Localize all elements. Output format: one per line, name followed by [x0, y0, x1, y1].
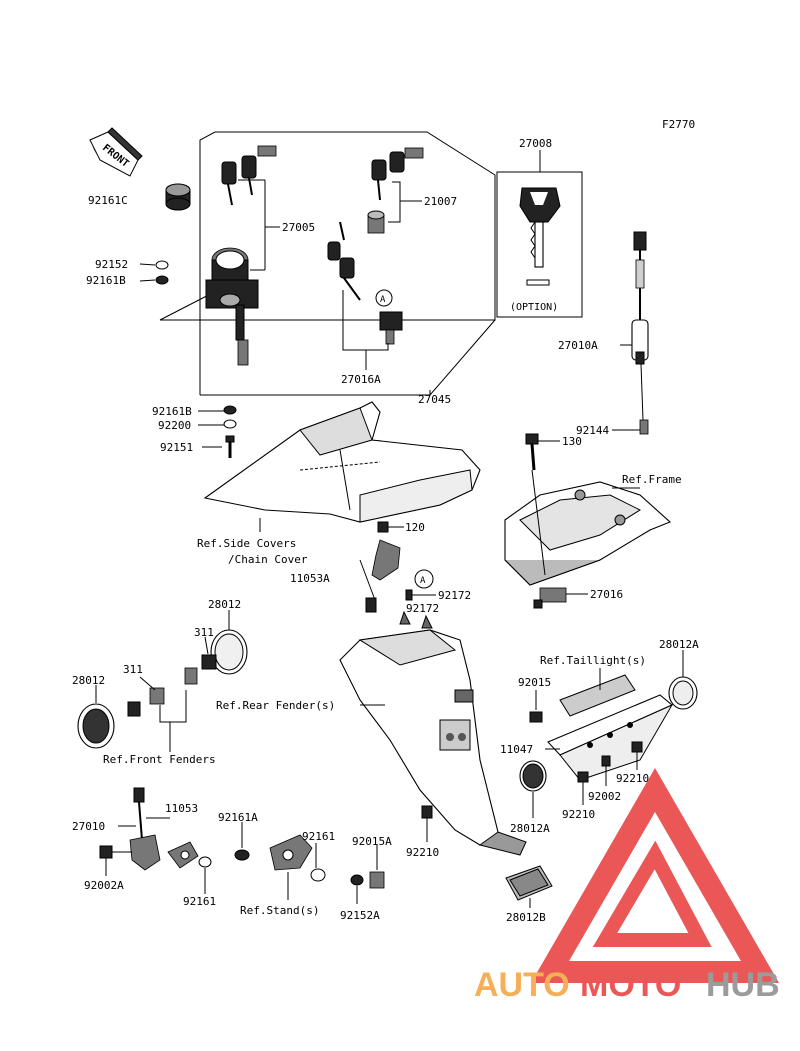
label-27016: 27016	[590, 588, 623, 601]
label-28012a-right: 28012A	[659, 638, 699, 651]
label-92200: 92200	[158, 419, 191, 432]
ignition-switch	[205, 247, 259, 366]
label-28012: 28012	[72, 674, 105, 687]
reflector-28012a-right	[668, 676, 698, 710]
label-27016a: 27016A	[341, 373, 381, 386]
label-92002: 92002	[588, 790, 621, 803]
logo-part-hub: HUB	[706, 966, 780, 1004]
label-ref-side-1: Ref.Side Covers	[197, 537, 296, 550]
reflector-28012	[77, 687, 165, 749]
reflector-28012a	[519, 760, 547, 792]
label-28012a-mid: 28012A	[510, 822, 550, 835]
frame-assembly	[504, 469, 672, 586]
option-label: (OPTION)	[510, 302, 558, 313]
rear-fender	[339, 610, 527, 856]
label-11053a: 11053A	[290, 572, 330, 585]
label-311: 311	[123, 663, 143, 676]
callout-a: A	[420, 576, 426, 586]
label-92152a: 92152A	[340, 909, 380, 922]
label-27010a: 27010A	[558, 339, 598, 352]
label-311-top: 311	[194, 626, 214, 639]
sensor-27010a	[631, 231, 649, 435]
label-11047: 11047	[500, 743, 533, 756]
nut-92015	[529, 711, 543, 723]
nut-92210-bottom	[421, 805, 433, 819]
callout-a-top: A	[380, 295, 386, 305]
diagram-id: F2770	[662, 118, 695, 131]
label-92151: 92151	[160, 441, 193, 454]
label-92161b: 92161B	[152, 405, 192, 418]
label-27008: 27008	[519, 137, 552, 150]
label-92152: 92152	[95, 258, 128, 271]
logo-part-moto: MOTO	[580, 966, 681, 1004]
label-120: 120	[405, 521, 425, 534]
bracket-11053a	[359, 521, 413, 613]
label-21007: 21007	[424, 195, 457, 208]
label-ref-stand: Ref.Stand(s)	[240, 904, 319, 917]
automotohub-logo: AUTO MOTO HUB	[474, 767, 780, 1004]
label-92210-right: 92210	[616, 772, 649, 785]
label-92172-b: 92172	[406, 602, 439, 615]
label-92210-bottom: 92210	[406, 846, 439, 859]
label-27005: 27005	[282, 221, 315, 234]
label-27045: 27045	[418, 393, 451, 406]
label-92015: 92015	[518, 676, 551, 689]
label-92161b-top: 92161B	[86, 274, 126, 287]
label-ref-taillight: Ref.Taillight(s)	[540, 654, 646, 667]
label-11053: 11053	[165, 802, 198, 815]
label-92161a: 92161A	[218, 811, 258, 824]
option-key-icon	[519, 187, 561, 286]
reflector-28012b	[505, 865, 553, 901]
label-92172-a: 92172	[438, 589, 471, 602]
label-ref-frame: Ref.Frame	[622, 473, 682, 486]
keys-27005	[221, 145, 277, 206]
label-92144: 92144	[576, 424, 609, 437]
label-27010: 27010	[72, 820, 105, 833]
label-92210-mid: 92210	[562, 808, 595, 821]
label-ref-rear-fender: Ref.Rear Fender(s)	[216, 699, 335, 712]
bolt-130	[525, 433, 539, 471]
side-cover-assembly	[203, 401, 481, 523]
latch-27016	[533, 587, 567, 609]
label-92161-right: 92161	[302, 830, 335, 843]
keys-27016a	[327, 221, 403, 345]
keys-21007	[367, 147, 424, 234]
reflector-28012-top	[184, 629, 248, 685]
stand-parts	[167, 834, 385, 889]
side-stand-switch-27010	[99, 787, 161, 871]
label-28012-top: 28012	[208, 598, 241, 611]
label-ref-side-2: /Chain Cover	[228, 553, 308, 566]
label-92161c: 92161C	[88, 194, 128, 207]
cap-92161c	[165, 183, 191, 211]
taillight-bracket-11047	[547, 674, 674, 781]
logo-part-auto: AUTO	[474, 966, 570, 1004]
fasteners-left	[223, 405, 237, 458]
label-130: 130	[562, 435, 582, 448]
label-92002a: 92002A	[84, 879, 124, 892]
front-arrow-icon	[89, 127, 143, 177]
label-92161-bottom: 92161	[183, 895, 216, 908]
group-outline-a	[160, 131, 496, 395]
label-28012b: 28012B	[506, 911, 546, 924]
label-ref-front-fenders: Ref.Front Fenders	[103, 753, 216, 766]
label-92015a: 92015A	[352, 835, 392, 848]
